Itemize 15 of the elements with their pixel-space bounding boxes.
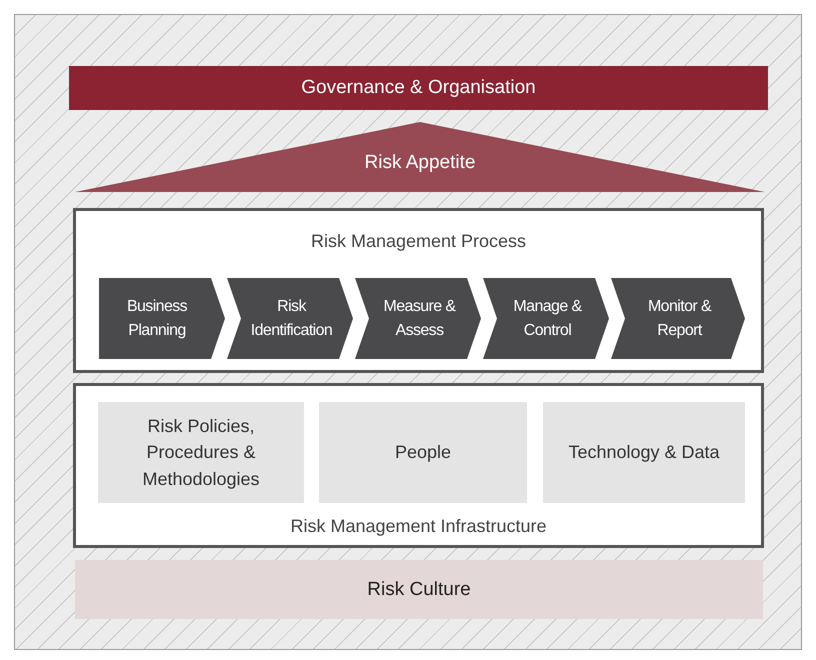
process-step: Risk Identification <box>227 278 353 359</box>
process-panel <box>73 208 764 373</box>
culture-band: Risk Culture <box>75 560 763 619</box>
component-box: People <box>319 402 527 503</box>
governance-banner: Governance & Organisation <box>69 66 768 110</box>
panel-title: Risk Management Infrastructure <box>290 516 547 537</box>
component-box: Technology & Data <box>543 402 745 503</box>
process-step: Monitor & Report <box>611 278 745 359</box>
panel-title: Risk Management Process <box>310 231 526 252</box>
process-step: Business Planning <box>99 278 225 359</box>
infrastructure-panel <box>73 383 764 548</box>
component-box: Risk Policies, Procedures & Methodologies <box>98 402 304 503</box>
appetite-triangle: Risk Appetite <box>75 122 765 192</box>
process-step: Measure & Assess <box>355 278 481 359</box>
process-step: Manage & Control <box>483 278 609 359</box>
